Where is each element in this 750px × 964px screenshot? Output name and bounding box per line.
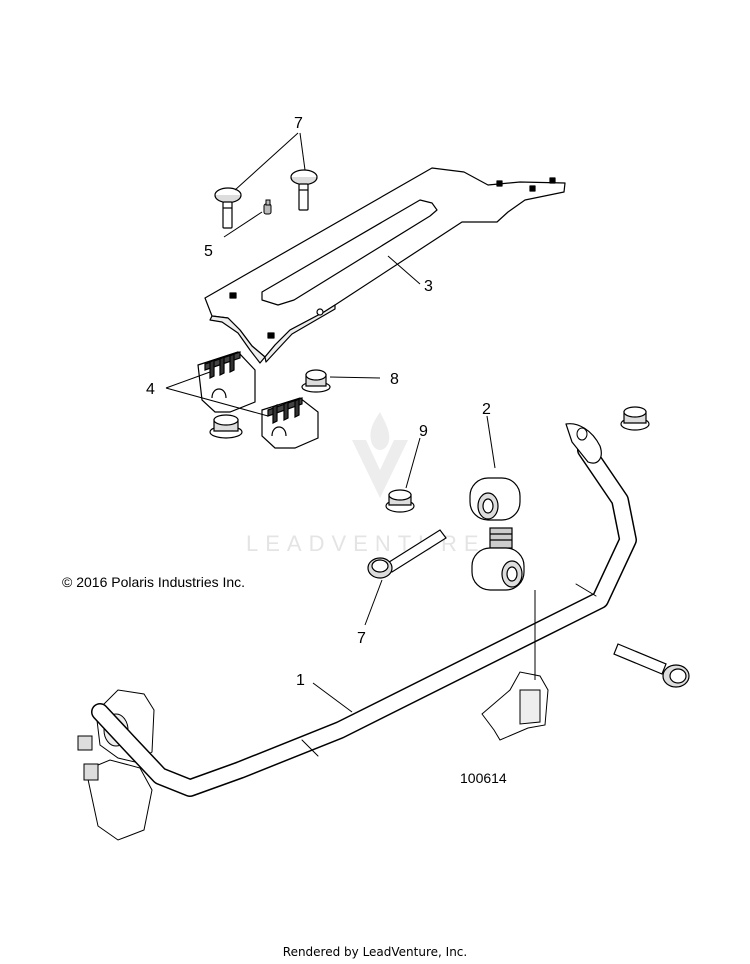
callout-2: 2 — [482, 401, 491, 418]
stabilizer-link — [469, 477, 525, 591]
stabilizer-bar — [91, 423, 637, 797]
callout-9: 9 — [419, 423, 428, 440]
callout-5: 5 — [204, 243, 213, 260]
callout-1: 1 — [296, 672, 305, 689]
carriage-bolt-right — [290, 169, 318, 211]
carriage-bolt-left — [214, 187, 242, 229]
bushing-upper — [197, 351, 256, 413]
copyright-notice: © 2016 Polaris Industries Inc. — [62, 574, 246, 590]
watermark-logo — [352, 412, 408, 498]
grease-fitting — [263, 199, 272, 215]
leader-lines — [165, 132, 536, 713]
flange-nut-lower-left — [209, 414, 243, 439]
flange-nut-8 — [301, 369, 331, 393]
nut-9 — [385, 489, 415, 513]
footer-credit: Rendered by LeadVenture, Inc. — [282, 945, 468, 959]
callout-3: 3 — [424, 278, 433, 295]
callout-8: 8 — [390, 371, 399, 388]
bracket-plate — [204, 167, 566, 364]
figure-number: 100614 — [460, 770, 507, 786]
bolt-7 — [367, 529, 447, 579]
bushing-lower — [261, 397, 319, 449]
watermark-text: LEADVENTURE — [246, 531, 486, 556]
callout-4: 4 — [146, 381, 155, 398]
flange-nut-upper-right — [620, 406, 650, 431]
callout-7: 7 — [357, 630, 366, 647]
frame-mount-center — [481, 671, 549, 741]
bolt-right — [613, 643, 690, 688]
callout-6: 7 — [294, 115, 303, 132]
